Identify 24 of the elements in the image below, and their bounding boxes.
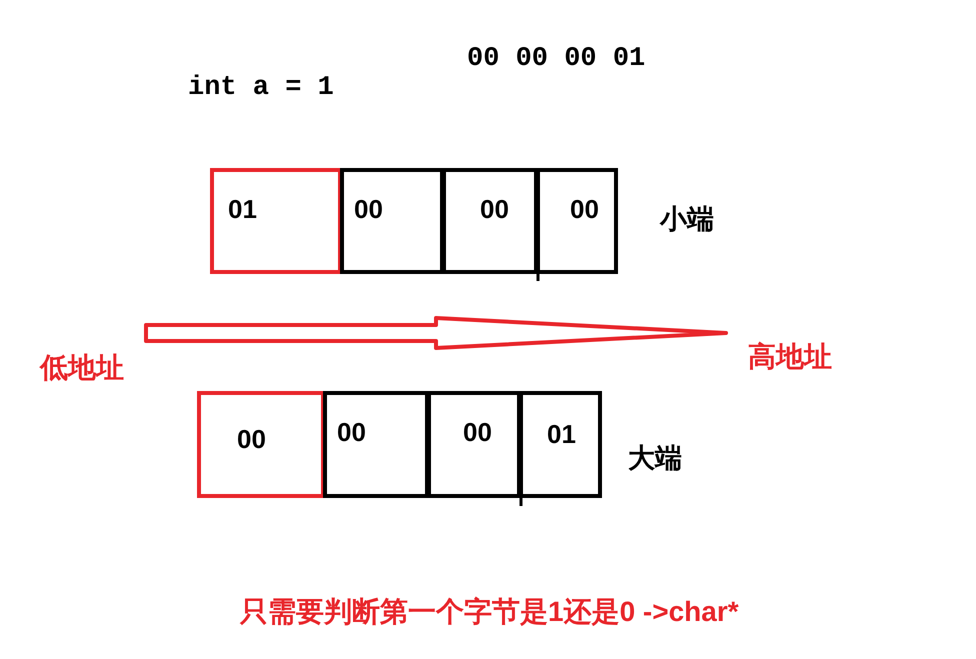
memory-byte-cell <box>197 391 325 498</box>
byte-value: 00 <box>570 196 599 222</box>
memory-byte-cell <box>536 168 618 274</box>
row-label: 小端 <box>660 206 714 233</box>
hex-value: 00 00 00 01 <box>467 46 646 73</box>
address-label: 低地址 <box>40 354 144 386</box>
byte-value: 00 <box>337 419 366 445</box>
memory-byte-cell <box>519 391 602 498</box>
memory-byte-cell <box>442 168 538 274</box>
row-label: 大端 <box>628 445 682 472</box>
note-text: 只需要判断第一个字节是1还是0 ->char* <box>240 598 739 626</box>
byte-value: 01 <box>547 421 576 447</box>
hollow-arrow <box>144 316 728 350</box>
address-label: 高地址 <box>748 343 852 375</box>
byte-value: 00 <box>463 419 492 445</box>
memory-byte-cell <box>340 168 444 274</box>
byte-value: 00 <box>237 426 266 452</box>
memory-byte-cell <box>323 391 429 498</box>
memory-byte-cell <box>427 391 521 498</box>
byte-value: 01 <box>228 196 257 222</box>
byte-value: 00 <box>354 196 383 222</box>
memory-byte-cell <box>210 168 342 274</box>
byte-value: 00 <box>480 196 509 222</box>
code-text: int a = 1 <box>188 75 334 102</box>
